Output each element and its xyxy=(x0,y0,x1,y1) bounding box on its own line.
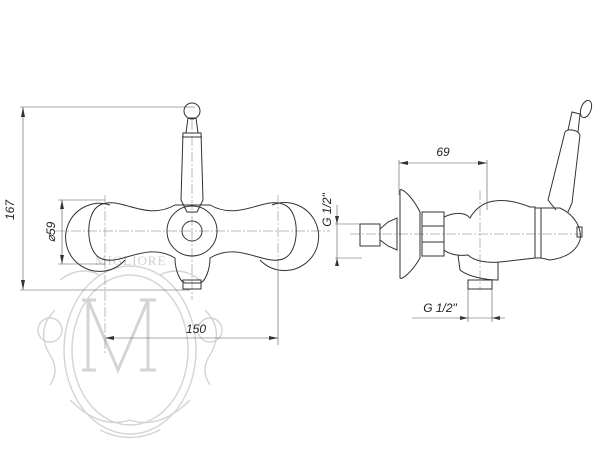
outlet-thread-label: G 1/2" xyxy=(423,301,457,315)
dimension-height-label: 167 xyxy=(3,199,17,220)
front-view: 167 ⌀59 150 xyxy=(3,102,330,355)
dimension-width-label: 150 xyxy=(186,322,206,336)
watermark-logo: MIGLIORE xyxy=(37,253,223,439)
dimension-projection-label: 69 xyxy=(436,145,450,159)
watermark-brand-text: MIGLIORE xyxy=(95,253,167,268)
inlet-thread-label: G 1/2" xyxy=(320,192,334,226)
dimension-diameter-label: ⌀59 xyxy=(44,221,58,242)
side-view: 69 G 1/2" G 1/2" xyxy=(320,99,593,322)
